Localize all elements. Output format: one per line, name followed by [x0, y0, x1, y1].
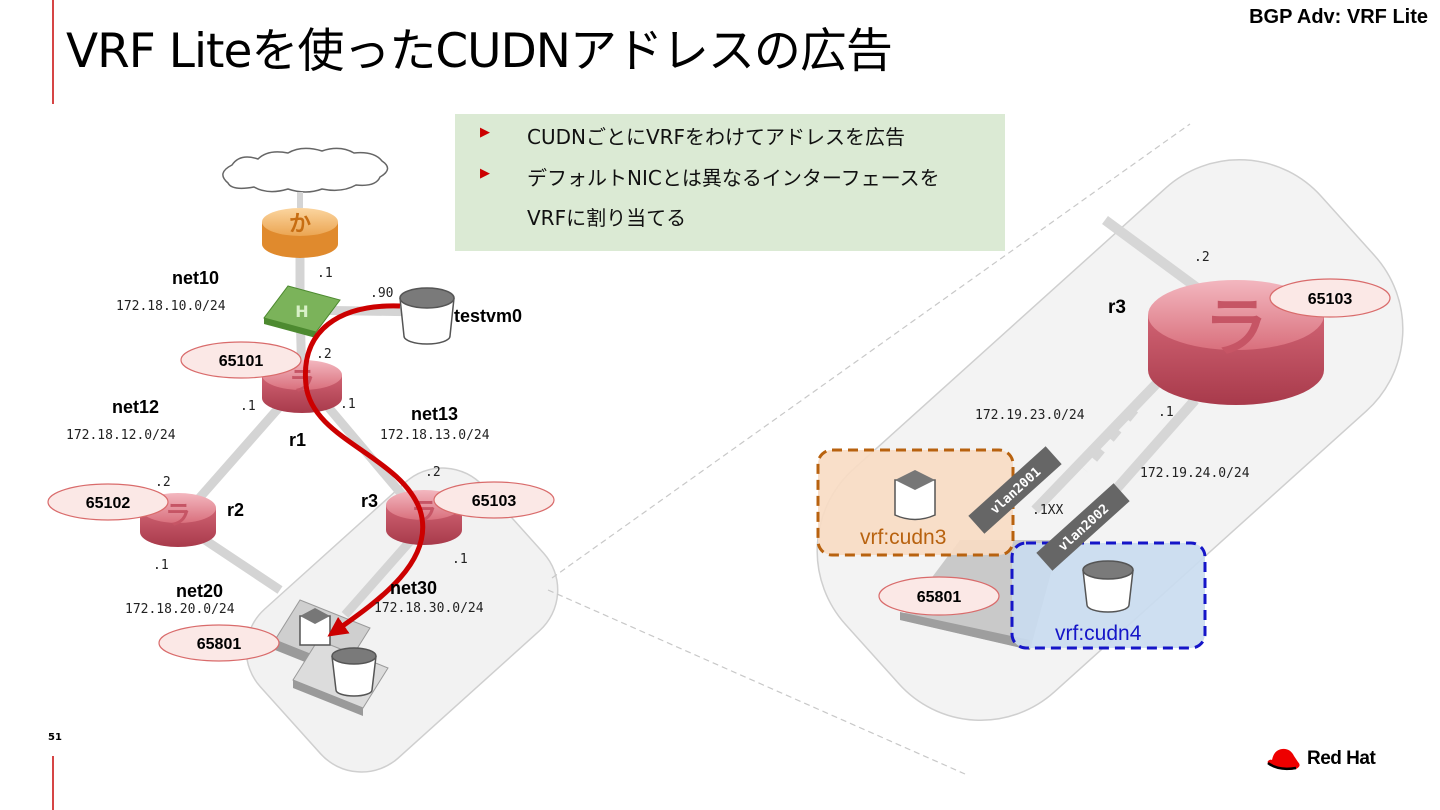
asn-badge-node	[158, 624, 280, 662]
section-tag: BGP Adv: VRF Lite	[1249, 6, 1428, 28]
svg-text:ラ: ラ	[289, 367, 315, 397]
asn-node: 65801	[197, 636, 242, 653]
link-r3-vlan2001	[1031, 376, 1164, 514]
link-r3-node	[341, 527, 424, 618]
red-hat-icon	[1267, 748, 1300, 771]
bullet-marker-icon: ▶	[480, 125, 490, 140]
asn-r3: 65103	[472, 493, 517, 510]
asn-r2: 65102	[86, 495, 131, 512]
subnet-net20: 172.18.20.0/24	[125, 602, 235, 617]
ip-r1-right: .1	[340, 397, 356, 412]
vm-icon	[1082, 560, 1134, 613]
asn-badge-r1	[180, 341, 302, 379]
gateway-router-icon: か	[262, 208, 338, 258]
title-accent-bar	[52, 0, 54, 104]
bullet-box: ▶ CUDNごとにVRFをわけてアドレスを広告 ▶ デフォルトNICとは異なるイ…	[455, 114, 1005, 251]
zoom-guide-bottom	[547, 589, 966, 775]
asn-badge-node-large	[878, 576, 1000, 616]
ip-gateway: .1	[317, 266, 333, 281]
page-number: 51	[48, 732, 62, 743]
footer-accent-bar	[52, 756, 54, 810]
ip-r2-down: .1	[153, 558, 169, 573]
asn-badge-r2	[47, 483, 169, 521]
label-testvm: testvm0	[454, 306, 522, 326]
ip-r1-up: .2	[316, 347, 332, 362]
svg-text:か: か	[289, 212, 311, 237]
svg-text:ラ: ラ	[165, 501, 191, 531]
node-stack-icon	[274, 599, 389, 716]
cloud-icon	[222, 147, 389, 193]
asn-r3-large: 65103	[1308, 291, 1353, 308]
subnet-net30: 172.18.30.0/24	[374, 601, 484, 616]
link-r3-top	[1102, 215, 1203, 295]
traffic-path-arrow	[302, 303, 426, 637]
ip-r3-large: .1	[1158, 405, 1174, 420]
svg-text:H: H	[295, 302, 308, 321]
bullet-marker-icon: ▶	[480, 166, 490, 181]
subnet-net13: 172.18.13.0/24	[380, 428, 490, 443]
ip-r3-up: .2	[425, 465, 441, 480]
label-net13: net13	[411, 404, 458, 424]
subnet-net12: 172.18.12.0/24	[66, 428, 176, 443]
label-net12: net12	[112, 397, 159, 417]
ip-r1-left: .1	[240, 399, 256, 414]
label-vrf-cudn4: vrf:cudn4	[1055, 622, 1142, 645]
label-vrf-cudn3: vrf:cudn3	[860, 526, 946, 549]
ip-r2-up: .2	[155, 475, 171, 490]
label-net30: net30	[390, 578, 437, 598]
asn-badge-r3-large	[1269, 278, 1391, 318]
router-r3-large-icon: ラ	[1148, 280, 1324, 405]
ip-testvm: .90	[370, 286, 393, 301]
label-r3-large: r3	[1108, 297, 1126, 318]
red-hat-wordmark: Red Hat	[1307, 748, 1376, 769]
svg-text:ラ: ラ	[1204, 292, 1268, 366]
subnet-a: 172.19.23.0/24	[975, 408, 1085, 423]
label-net10: net10	[172, 268, 219, 288]
asn-node-large: 65801	[917, 589, 962, 606]
testvm-icon	[399, 287, 455, 345]
ip-r3-down: .1	[452, 552, 468, 567]
asn-badge-r3	[433, 481, 555, 519]
ip-node: .1XX	[1032, 503, 1063, 518]
container-icon	[894, 470, 936, 521]
label-r2: r2	[227, 500, 244, 520]
subnet-b: 172.19.24.0/24	[1140, 466, 1250, 481]
label-r1: r1	[289, 430, 306, 450]
label-net20: net20	[176, 581, 223, 601]
red-hat-logo: Red Hat	[1264, 744, 1384, 776]
zoom-guide-top	[551, 123, 1191, 579]
subnet-net10: 172.18.10.0/24	[116, 299, 226, 314]
switch-icon: H	[263, 285, 341, 338]
slide-title: VRF Liteを使ったCUDNアドレスの広告	[66, 24, 893, 79]
router-r2-icon: ラ	[140, 493, 216, 547]
label-r3: r3	[361, 491, 378, 511]
ip-r3-top: .2	[1194, 250, 1210, 265]
asn-r1: 65101	[219, 353, 264, 370]
